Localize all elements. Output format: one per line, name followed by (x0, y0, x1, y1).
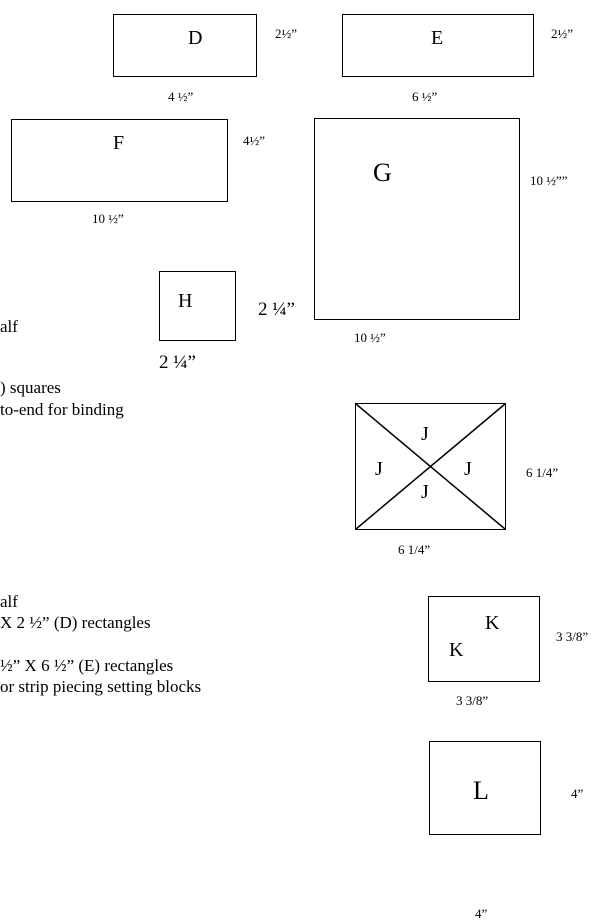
instruction-fragment-2: ) squares (0, 378, 61, 397)
piece-j-height-dim: 6 1/4” (526, 465, 559, 480)
piece-j-width-dim: 6 1/4” (398, 542, 431, 557)
piece-d-label: D (188, 27, 203, 49)
piece-l-square (429, 741, 541, 835)
piece-g-height-dim: 10 ½”” (530, 173, 568, 188)
piece-h-label: H (178, 290, 193, 312)
piece-l-height-dim: 4” (571, 786, 584, 801)
piece-g-square (314, 118, 520, 320)
piece-k-width-dim: 3 3/8” (456, 693, 489, 708)
piece-f-rectangle (11, 119, 228, 202)
piece-e-rectangle (342, 14, 534, 77)
piece-j-label-right: J (464, 458, 472, 480)
piece-k-label-lower: K (449, 639, 464, 661)
instruction-fragment-3: to-end for binding (0, 400, 124, 419)
instruction-fragment-7: or strip piecing setting blocks (0, 677, 202, 696)
piece-e-height-dim: 2½” (551, 26, 574, 41)
piece-k-height-dim: 3 3/8” (556, 629, 589, 644)
piece-h-square (159, 271, 236, 341)
piece-k-square (428, 596, 540, 682)
piece-k-label-upper: K (485, 612, 500, 634)
piece-j-label-left: J (375, 458, 383, 480)
piece-g-width-dim: 10 ½” (354, 330, 386, 345)
piece-j-label-bottom: J (421, 481, 429, 503)
instruction-fragment-4: alf (0, 592, 18, 611)
instruction-fragment-6: ½” X 6 ½” (E) rectangles (0, 656, 174, 675)
piece-j-label-top: J (421, 423, 429, 445)
instruction-fragment-5: X 2 ½” (D) rectangles (0, 613, 151, 632)
piece-g-label: G (373, 158, 392, 187)
piece-d-rectangle (113, 14, 257, 77)
piece-d-width-dim: 4 ½” (168, 89, 194, 104)
piece-e-width-dim: 6 ½” (412, 89, 438, 104)
piece-l-label: L (473, 776, 489, 805)
piece-d-height-dim: 2½” (275, 26, 298, 41)
piece-h-width-dim: 2 ¼” (159, 352, 196, 373)
piece-f-label: F (113, 132, 125, 154)
piece-e-label: E (431, 27, 444, 49)
piece-l-width-dim: 4” (475, 906, 488, 921)
instruction-fragment-1: alf (0, 317, 18, 336)
piece-f-width-dim: 10 ½” (92, 211, 124, 226)
piece-h-height-dim: 2 ¼” (258, 299, 295, 320)
piece-f-height-dim: 4½” (243, 133, 266, 148)
